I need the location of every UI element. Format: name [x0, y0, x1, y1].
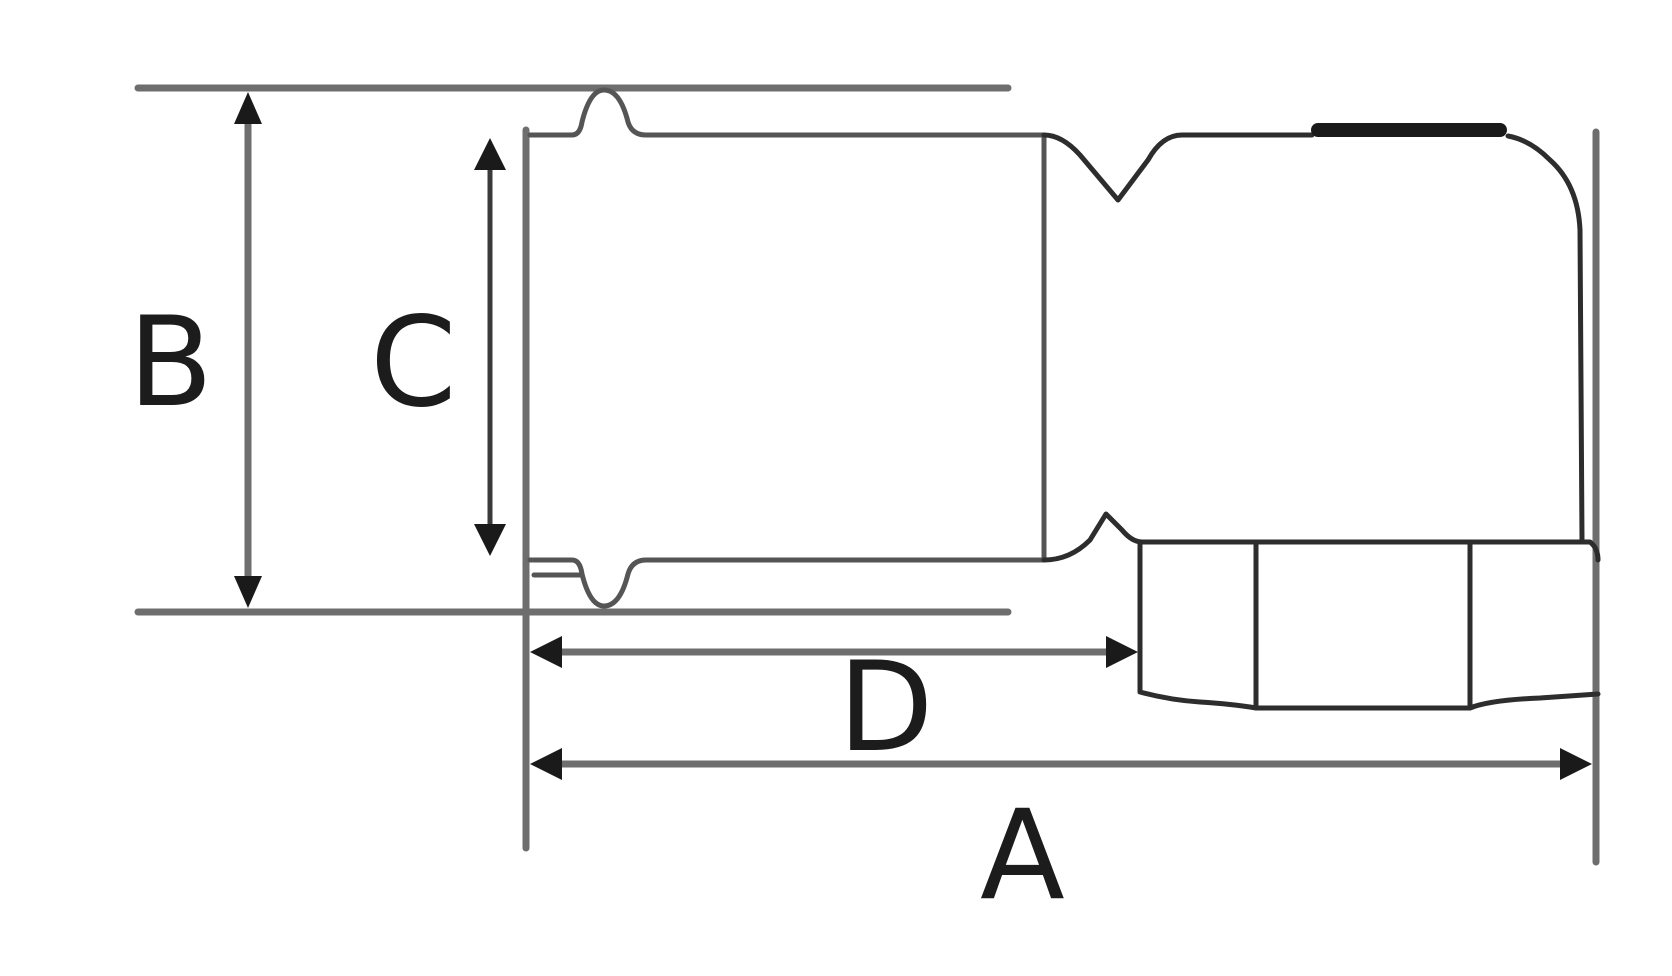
arrowhead-left-icon [530, 748, 562, 780]
socket-rear-section [1041, 123, 1601, 711]
label-b: B [128, 291, 213, 435]
dimension-b [234, 92, 262, 608]
arrowhead-up-icon [474, 138, 506, 170]
arrowhead-up-icon [234, 92, 262, 124]
label-d: D [838, 636, 933, 780]
label-a: A [980, 784, 1065, 928]
arrowhead-down-icon [474, 524, 506, 556]
arrowhead-right-icon [1560, 748, 1592, 780]
arrowhead-down-icon [234, 576, 262, 608]
dimension-c [474, 138, 506, 556]
dimension-d [530, 636, 1138, 668]
dimension-a [530, 748, 1592, 780]
label-c: C [370, 291, 457, 435]
arrowhead-left-icon [530, 636, 562, 668]
arrowhead-right-icon [1106, 636, 1138, 668]
socket-front-section [527, 87, 1047, 609]
